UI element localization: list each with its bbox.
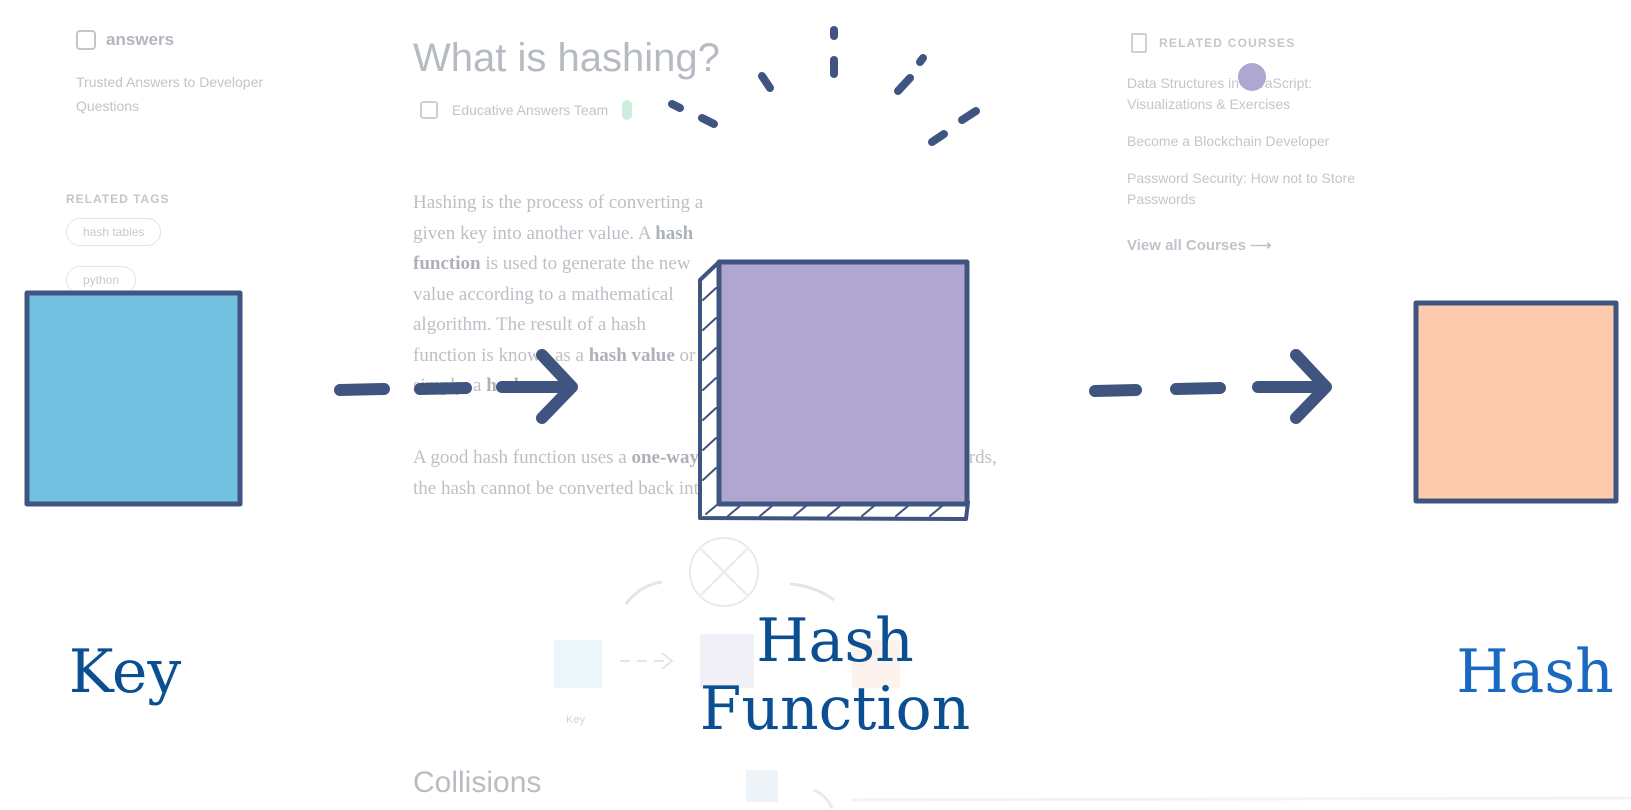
- key-label: Key: [68, 637, 182, 707]
- tag-hash-tables[interactable]: hash tables: [66, 218, 162, 246]
- hash-function-hatching: [702, 287, 943, 517]
- course-link-3[interactable]: Password Security: How not to Store Pass…: [1127, 170, 1355, 207]
- mini-hash-box: [852, 640, 900, 688]
- mini-hash-circle-icon: [689, 537, 759, 607]
- sparkle-rays-icon: [668, 26, 980, 146]
- brand-name: answers: [106, 30, 175, 49]
- related-courses-label: RELATED COURSES: [1159, 36, 1296, 50]
- mini-key-box: [554, 640, 602, 688]
- second-text: A good hash function uses a: [413, 447, 632, 468]
- dashed-arrow-1: [334, 349, 578, 424]
- book-icon: [1131, 33, 1147, 53]
- hash-function-label: Hash Function: [699, 606, 971, 744]
- author-name[interactable]: Educative Answers Team: [452, 102, 609, 118]
- hash-label: Hash: [1456, 637, 1614, 707]
- intro-bold-term: hash function: [413, 222, 694, 275]
- related-tags-title: RELATED TAGS: [66, 192, 170, 206]
- intro-bold-term: hash value: [588, 344, 675, 366]
- tagline: Trusted Answers to Developer Questions: [76, 74, 264, 114]
- key-box: [24, 290, 243, 507]
- mini-key-label: Key: [566, 714, 585, 726]
- related-courses-title: RELATED COURSES: [1131, 33, 1295, 53]
- author-badge-icon: [622, 100, 633, 120]
- intro-text: Hashing is the process of converting a g…: [413, 192, 704, 244]
- mini-curved-arrow-right-icon: [789, 582, 835, 602]
- mini-hash-function-box: [700, 634, 754, 688]
- author-line: Educative Answers Team: [420, 100, 633, 120]
- mini-collision-box: [746, 770, 778, 802]
- course-link-1[interactable]: Data Structures in JavaScript: Visualiza…: [1127, 75, 1313, 112]
- page-title: What is hashing?: [413, 36, 720, 80]
- collisions-heading: Collisions: [413, 766, 542, 799]
- brand[interactable]: answers: [76, 30, 174, 50]
- hash-function-box: [716, 259, 970, 507]
- dashed-arrow-2: [1089, 349, 1332, 424]
- mini-curved-arrow-left-icon: [624, 580, 663, 605]
- answers-logo-icon: [76, 30, 96, 50]
- accent-dot: [1238, 63, 1266, 91]
- hash-box: [1413, 300, 1619, 504]
- view-all-courses-link[interactable]: View all Courses ⟶: [1127, 237, 1272, 254]
- author-icon: [420, 101, 438, 119]
- course-link-2[interactable]: Become a Blockchain Developer: [1127, 133, 1330, 149]
